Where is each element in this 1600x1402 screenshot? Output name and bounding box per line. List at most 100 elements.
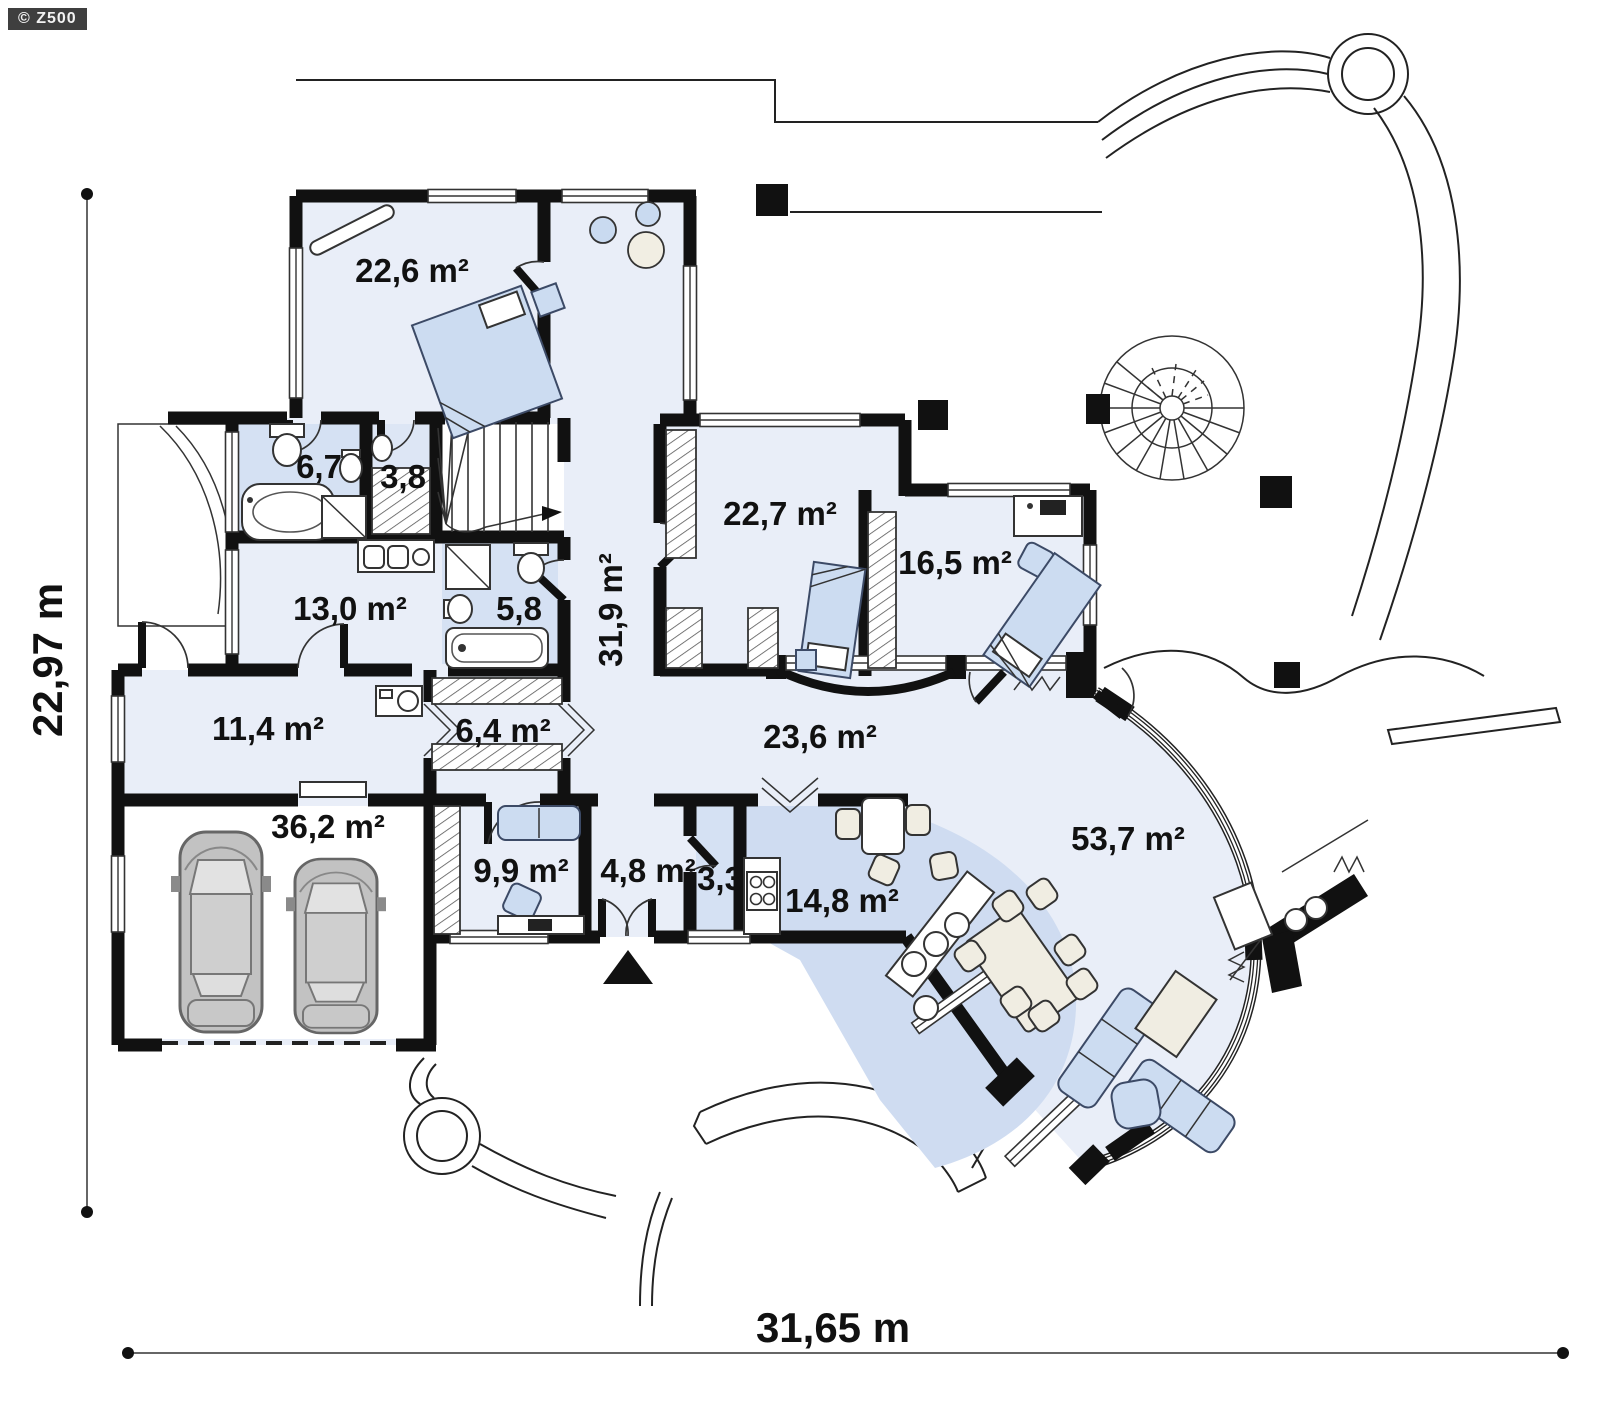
room-labels: 22,6 m² 6,7 3,8 31,9 m² 22,7 m² 16,5 m² … bbox=[212, 252, 1185, 919]
furniture bbox=[169, 201, 1369, 1154]
room-label-corridor: 6,4 m² bbox=[455, 712, 550, 749]
chair-icon bbox=[953, 939, 987, 973]
nightstand-icon bbox=[530, 282, 566, 318]
wardrobe-icon bbox=[371, 467, 431, 535]
sofa-icon bbox=[1110, 1078, 1162, 1130]
window bbox=[224, 431, 240, 533]
chair-icon bbox=[905, 804, 931, 836]
window bbox=[110, 855, 126, 933]
plant-icon bbox=[627, 231, 665, 269]
watermark-text: © Z500 bbox=[18, 10, 77, 27]
pantry-floor bbox=[696, 806, 734, 931]
entrance-arrow-icon bbox=[603, 950, 653, 984]
sofa-icon bbox=[497, 805, 581, 841]
column-icon bbox=[918, 400, 948, 430]
radiator-icon bbox=[309, 204, 395, 256]
coffee-table-icon bbox=[1134, 969, 1218, 1059]
chair-icon bbox=[835, 808, 861, 840]
wardrobe-icon bbox=[431, 677, 563, 705]
laptop-icon bbox=[528, 919, 552, 931]
nightstand-icon bbox=[795, 649, 817, 671]
wardrobe-icon bbox=[665, 429, 697, 559]
wardrobe-icon bbox=[433, 805, 461, 935]
washbasin-icon bbox=[371, 434, 393, 462]
bar-stool-icon bbox=[944, 912, 970, 938]
spiral-staircase-icon bbox=[1086, 335, 1245, 481]
window bbox=[687, 929, 751, 945]
shower-icon bbox=[445, 544, 491, 590]
watermark-badge: © Z500 bbox=[8, 8, 87, 30]
room-label-living: 53,7 m² bbox=[1071, 820, 1185, 857]
chair-icon bbox=[867, 853, 901, 887]
chair-icon bbox=[1025, 877, 1059, 911]
dimension-width-label: 31,65 m bbox=[756, 1304, 910, 1351]
window bbox=[699, 412, 861, 428]
washbasin-icon bbox=[339, 449, 363, 483]
room-label-hall-upper: 31,9 m² bbox=[592, 553, 629, 667]
room-label-vestibule: 4,8 m² bbox=[600, 852, 695, 889]
sofa-icon bbox=[1057, 987, 1159, 1109]
bathtub-icon bbox=[445, 627, 549, 669]
room-label-bedroom-1: 22,6 m² bbox=[355, 252, 469, 289]
washbasin-icon bbox=[443, 594, 473, 624]
chair-icon bbox=[929, 851, 959, 881]
stairs-icon bbox=[437, 422, 562, 533]
chair-icon bbox=[991, 889, 1025, 923]
bar-stool-icon bbox=[923, 931, 949, 957]
laptop-icon bbox=[1040, 500, 1066, 515]
stove-icon bbox=[743, 857, 781, 935]
dimension-height: 22,97 m bbox=[24, 188, 93, 1218]
washing-machine-icon bbox=[375, 685, 423, 717]
double-bed-icon bbox=[410, 284, 564, 440]
desk-icon bbox=[497, 915, 585, 935]
terrace-ring-icon bbox=[403, 1097, 481, 1175]
window bbox=[561, 188, 649, 204]
dimension-width: 31,65 m bbox=[122, 1304, 1569, 1359]
column-icon bbox=[756, 184, 788, 216]
window bbox=[110, 695, 126, 763]
fireplace-icon bbox=[1212, 819, 1369, 993]
room-label-hall: 23,6 m² bbox=[763, 718, 877, 755]
window bbox=[682, 265, 698, 401]
room-label-utility: 13,0 m² bbox=[293, 590, 407, 627]
dimension-height-label: 22,97 m bbox=[24, 583, 71, 737]
window bbox=[224, 549, 240, 655]
plant-icon bbox=[589, 216, 617, 244]
room-label-bedroom-2: 22,7 m² bbox=[723, 495, 837, 532]
room-label-bathroom-1: 6,7 bbox=[296, 448, 342, 485]
room-label-bedroom-3: 16,5 m² bbox=[898, 544, 1012, 581]
wardrobe-icon bbox=[665, 607, 703, 669]
window bbox=[947, 482, 1071, 498]
terrace-ring-icon bbox=[1327, 33, 1409, 115]
window bbox=[427, 188, 517, 204]
wardrobe-icon bbox=[431, 743, 563, 771]
kitchen-sink-icon bbox=[357, 539, 435, 573]
column-icon bbox=[1260, 476, 1292, 508]
room-label-pantry: 3,3 bbox=[697, 860, 743, 897]
toilet-icon bbox=[513, 542, 549, 584]
wardrobe-icon bbox=[867, 511, 897, 669]
column-icon bbox=[1274, 662, 1300, 688]
shower-icon bbox=[321, 495, 367, 539]
chair-icon bbox=[1065, 967, 1099, 1001]
window bbox=[288, 247, 304, 399]
chair-icon bbox=[1053, 933, 1087, 967]
single-bed-icon bbox=[982, 551, 1102, 689]
room-label-wardrobe: 3,8 bbox=[380, 458, 426, 495]
plant-icon bbox=[635, 201, 661, 227]
room-label-garage: 36,2 m² bbox=[271, 808, 385, 845]
room-label-entry: 11,4 m² bbox=[212, 710, 324, 747]
chair-icon bbox=[999, 985, 1033, 1019]
chair-icon bbox=[1027, 999, 1061, 1033]
corner-bathtub-icon bbox=[241, 483, 335, 541]
room-label-office: 9,9 m² bbox=[473, 852, 568, 889]
desk-icon bbox=[1013, 495, 1083, 537]
bar-stool-icon bbox=[901, 951, 927, 977]
wardrobe-icon bbox=[747, 607, 779, 669]
room-label-kitchen: 14,8 m² bbox=[785, 882, 899, 919]
room-label-bathroom-2: 5,8 bbox=[496, 590, 542, 627]
bar-stool-icon bbox=[913, 995, 939, 1021]
toilet-icon bbox=[269, 423, 305, 467]
